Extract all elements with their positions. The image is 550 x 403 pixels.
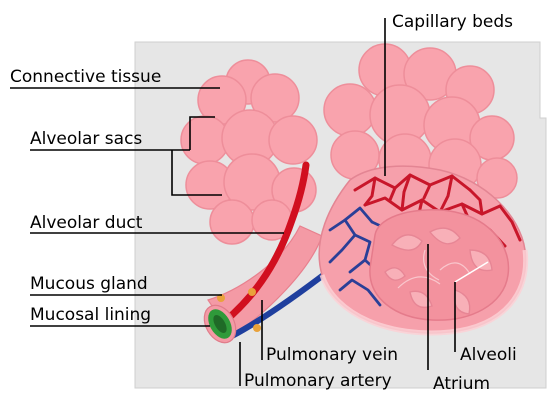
artery-vessel [220,161,310,326]
bronchiole-cross-section [203,304,237,344]
label-mucosal-lining: Mucosal lining [30,305,151,325]
label-alveoli: Alveoli [460,345,517,365]
label-alveolar-duct: Alveolar duct [30,213,143,233]
label-pulmonary-vein: Pulmonary vein [266,345,398,365]
leader-lines [10,18,489,386]
label-mucous-gland: Mucous gland [30,274,148,294]
label-alveolar-sacs: Alveolar sacs [30,129,142,149]
label-pulmonary-artery: Pulmonary artery [244,371,392,391]
label-atrium: Atrium [433,374,490,394]
mucous-glands [217,288,261,332]
cut-alveolar-cluster [318,165,529,336]
left-alveolar-sac [180,59,318,245]
label-connective-tissue: Connective tissue [10,67,161,87]
label-capillary-beds: Capillary beds [392,12,513,32]
